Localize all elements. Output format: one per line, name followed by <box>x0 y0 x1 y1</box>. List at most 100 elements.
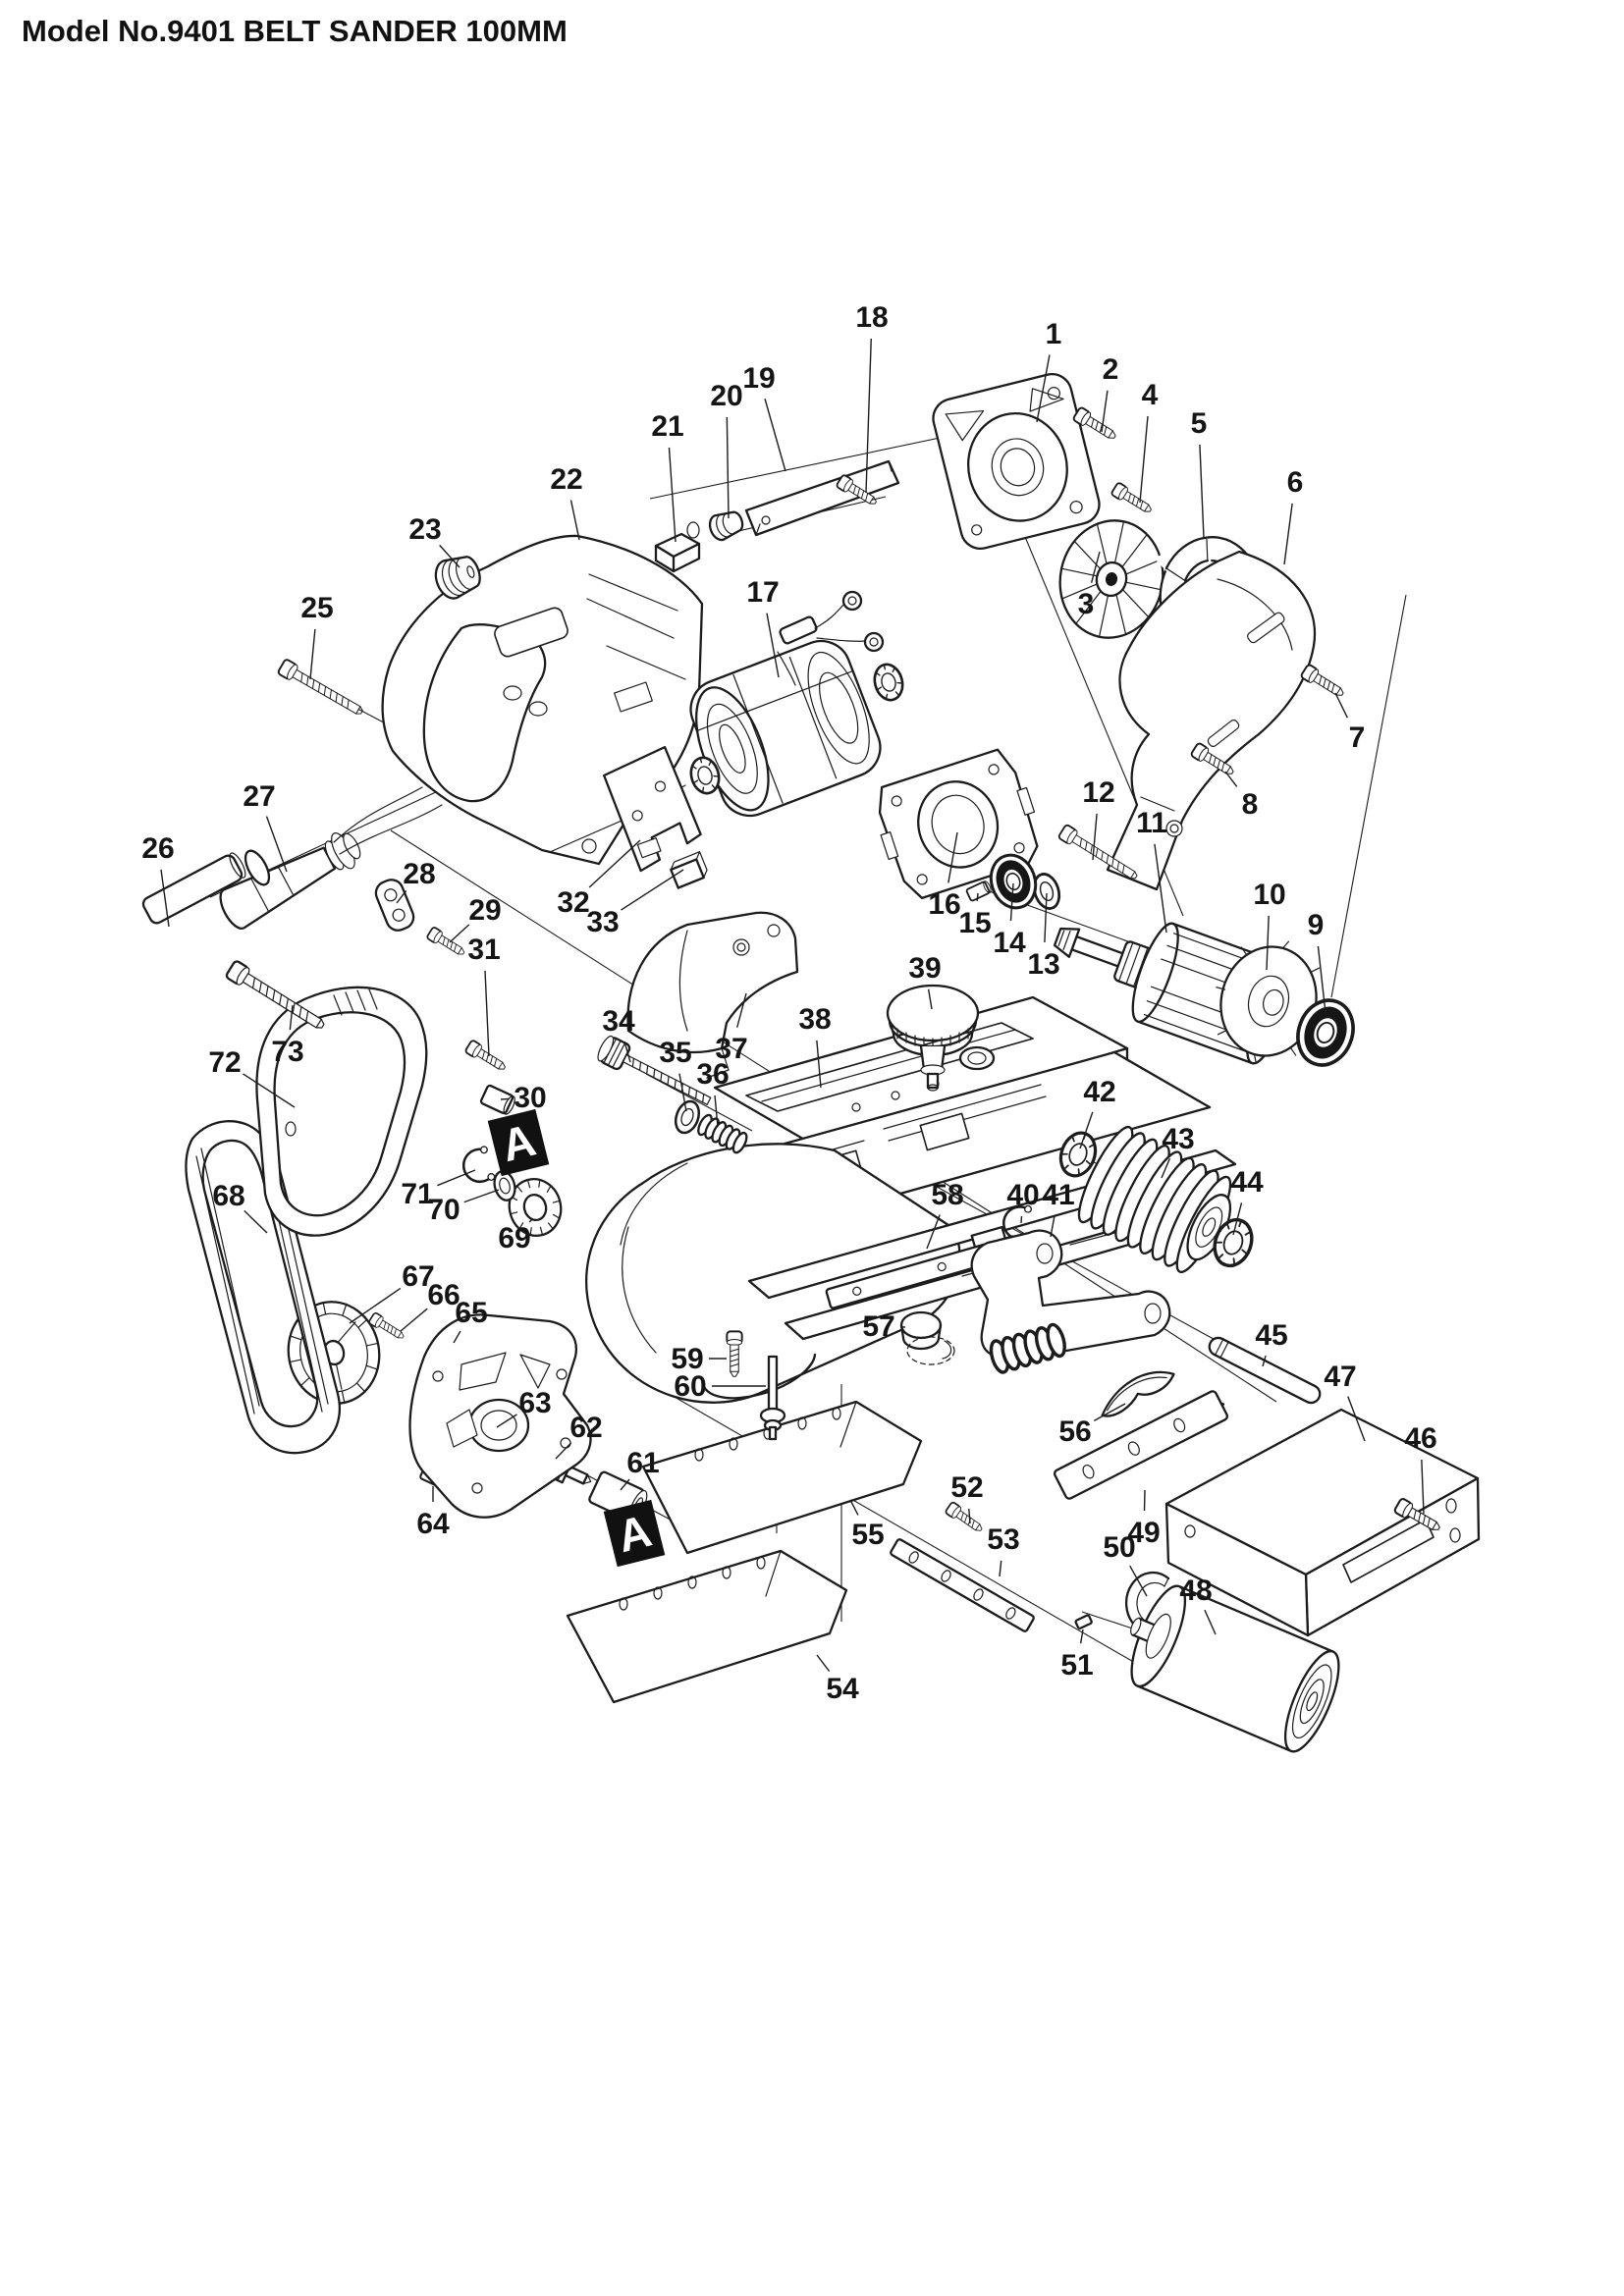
leader-line-72 <box>243 1073 296 1108</box>
part-label-68: 68 <box>212 1180 244 1212</box>
part-label-3: 3 <box>1078 588 1095 620</box>
leader-lines <box>160 338 1425 1672</box>
part-label-43: 43 <box>1162 1123 1194 1155</box>
leader-line-33 <box>621 869 684 911</box>
part-label-38: 38 <box>798 1003 831 1036</box>
part-art-spacer-30 <box>479 1084 515 1115</box>
part-label-22: 22 <box>550 463 582 496</box>
part-label-17: 17 <box>746 576 779 609</box>
part-label-40: 40 <box>1006 1179 1039 1211</box>
leader-line-23 <box>439 544 460 568</box>
part-label-7: 7 <box>1349 721 1366 754</box>
leader-line-44 <box>1232 1202 1243 1236</box>
part-label-66: 66 <box>427 1279 460 1311</box>
leader-line-32 <box>588 839 641 888</box>
leader-line-63 <box>496 1414 517 1428</box>
leader-line-51 <box>1079 1629 1084 1644</box>
leader-line-67 <box>349 1287 402 1324</box>
leader-line-17 <box>766 613 780 678</box>
part-label-4: 4 <box>1142 379 1159 411</box>
leader-line-45 <box>1262 1355 1267 1367</box>
part-art-plate-54 <box>566 1549 848 1704</box>
leader-line-56 <box>1093 1403 1126 1422</box>
part-label-34: 34 <box>602 1005 635 1038</box>
part-art-plate-65 <box>408 1313 592 1519</box>
part-art-brush-plate-32 <box>603 745 702 873</box>
leader-line-7 <box>1334 692 1348 719</box>
part-label-71: 71 <box>401 1178 433 1210</box>
part-art-knob-23 <box>434 556 481 600</box>
part-art-rod-45 <box>1208 1336 1322 1405</box>
leader-line-41 <box>1050 1215 1056 1238</box>
part-art-screw-52 <box>944 1500 987 1536</box>
leader-line-65 <box>453 1330 461 1344</box>
part-label-55: 55 <box>851 1519 884 1551</box>
part-art-plug-20 <box>708 510 744 542</box>
part-label-42: 42 <box>1083 1076 1115 1108</box>
leader-line-73 <box>289 1004 294 1031</box>
leader-line-13 <box>1044 892 1048 943</box>
part-art-pin-60 <box>759 1355 786 1441</box>
leader-line-53 <box>999 1560 1002 1577</box>
part-label-45: 45 <box>1255 1319 1287 1352</box>
leader-line-38 <box>816 1040 822 1089</box>
part-label-2: 2 <box>1103 353 1119 386</box>
part-art-switch-plate-19 <box>744 459 900 537</box>
part-label-18: 18 <box>855 301 888 334</box>
leader-line-26 <box>160 869 170 928</box>
leader-line-16 <box>947 831 958 883</box>
leader-line-10 <box>1266 915 1270 971</box>
part-art-bolt-25 <box>276 658 367 721</box>
leader-line-11 <box>1154 843 1167 934</box>
leader-line-2 <box>1101 390 1109 433</box>
part-label-69: 69 <box>498 1222 530 1255</box>
part-label-23: 23 <box>408 513 441 546</box>
part-label-58: 58 <box>931 1179 963 1211</box>
view-marker-A-1: A <box>487 1108 550 1177</box>
part-art-strip-49 <box>1053 1390 1229 1500</box>
leader-line-8 <box>1224 771 1238 787</box>
part-label-59: 59 <box>671 1343 703 1375</box>
part-label-15: 15 <box>958 907 991 939</box>
part-label-10: 10 <box>1253 879 1285 911</box>
leader-line-66 <box>400 1308 428 1332</box>
part-art-spring-roller-43 <box>1077 1125 1232 1274</box>
part-label-16: 16 <box>928 888 960 921</box>
leader-line-22 <box>569 500 580 541</box>
leader-line-42 <box>1079 1111 1094 1149</box>
part-label-28: 28 <box>403 858 435 890</box>
part-label-54: 54 <box>826 1673 859 1705</box>
part-label-5: 5 <box>1191 407 1208 440</box>
page-title: Model No.9401 BELT SANDER 100MM <box>22 14 568 48</box>
leader-line-36 <box>714 1095 719 1128</box>
leader-line-46 <box>1421 1459 1425 1515</box>
view-marker-A-2: A <box>603 1499 666 1568</box>
leader-line-68 <box>244 1209 268 1234</box>
leader-line-55 <box>849 1499 859 1516</box>
part-label-73: 73 <box>271 1036 303 1068</box>
part-label-26: 26 <box>141 832 174 865</box>
part-label-62: 62 <box>569 1412 602 1444</box>
part-label-31: 31 <box>467 934 500 966</box>
part-label-57: 57 <box>862 1310 894 1343</box>
part-label-49: 49 <box>1127 1517 1160 1549</box>
part-label-35: 35 <box>659 1037 691 1069</box>
part-art-brush-33 <box>670 851 708 889</box>
part-art-disc-10 <box>1216 940 1322 1064</box>
leader-line-6 <box>1283 503 1293 565</box>
part-label-20: 20 <box>710 380 742 412</box>
part-art-key-51 <box>1074 1614 1093 1629</box>
part-art-screw-7 <box>1299 663 1348 702</box>
leader-line-37 <box>736 992 747 1028</box>
leader-line-9 <box>1317 945 1326 1014</box>
leader-line-25 <box>309 628 316 680</box>
part-art-rear-cover-6 <box>1106 550 1317 891</box>
part-art-thumbscrew-34 <box>597 1035 712 1105</box>
leader-line-70 <box>463 1189 500 1203</box>
leader-line-19 <box>764 398 786 472</box>
leader-line-61 <box>620 1478 630 1491</box>
leader-line-14 <box>1009 882 1014 922</box>
part-label-19: 19 <box>742 362 775 395</box>
